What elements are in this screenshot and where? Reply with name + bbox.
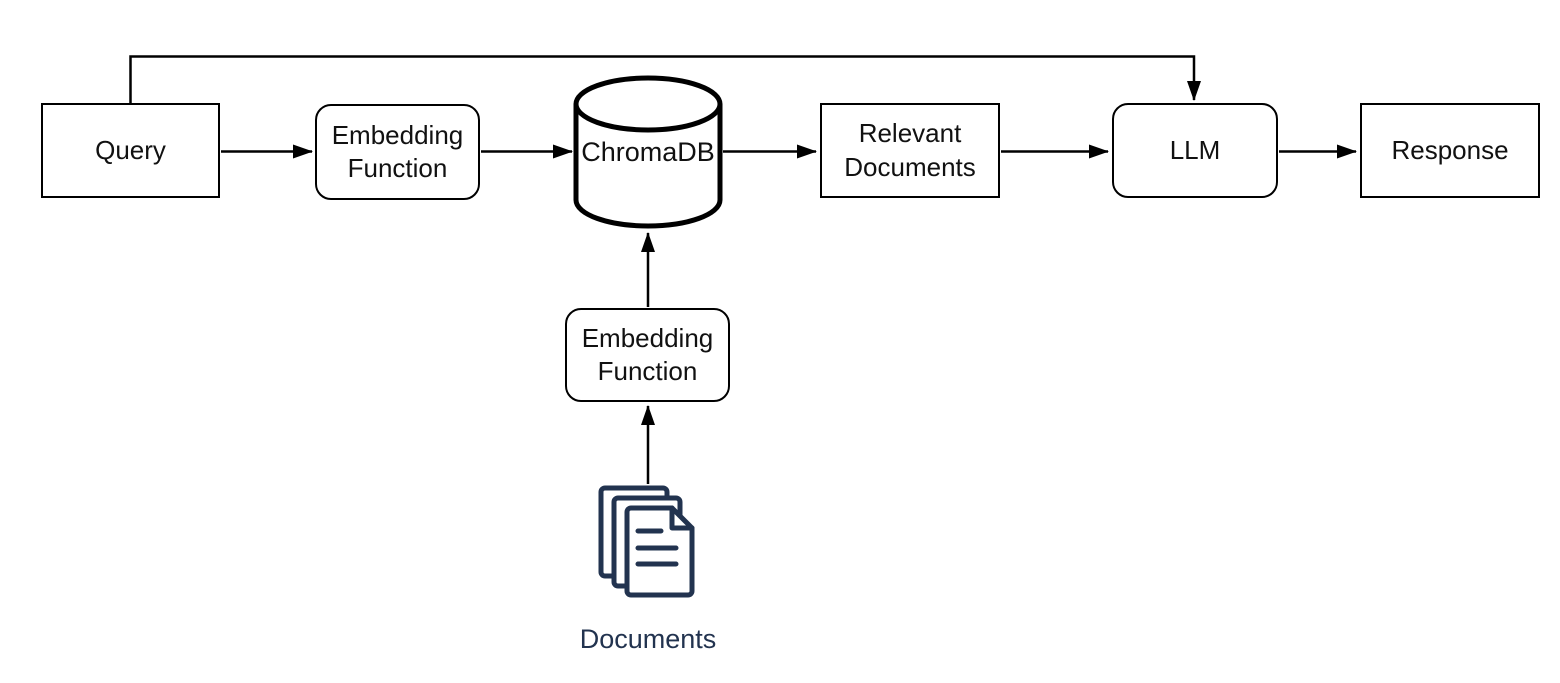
documents-caption: Documents — [563, 624, 733, 655]
node-chromadb: ChromaDB — [573, 134, 723, 170]
database-cylinder-icon — [573, 75, 723, 229]
node-query-label: Query — [95, 134, 166, 165]
node-embedding-function-bottom-label: Embedding Function — [581, 322, 714, 386]
node-query: Query — [41, 103, 220, 198]
node-embedding-function-top: Embedding Function — [315, 104, 480, 200]
documents-caption-label: Documents — [579, 624, 717, 654]
node-response: Response — [1360, 103, 1540, 198]
documents-icon — [598, 485, 695, 598]
node-relevant-documents: Relevant Documents — [820, 103, 1000, 198]
node-response-label: Response — [1391, 134, 1509, 165]
node-embedding-function-bottom: Embedding Function — [565, 308, 730, 402]
node-llm: LLM — [1112, 103, 1278, 198]
node-embedding-function-top-label: Embedding Function — [331, 119, 464, 183]
edge-query-to-llm-top-arrow — [129, 55, 1201, 103]
node-llm-label: LLM — [1169, 134, 1221, 165]
node-chromadb-label: ChromaDB — [581, 136, 715, 167]
node-relevant-documents-label: Relevant Documents — [844, 118, 976, 182]
